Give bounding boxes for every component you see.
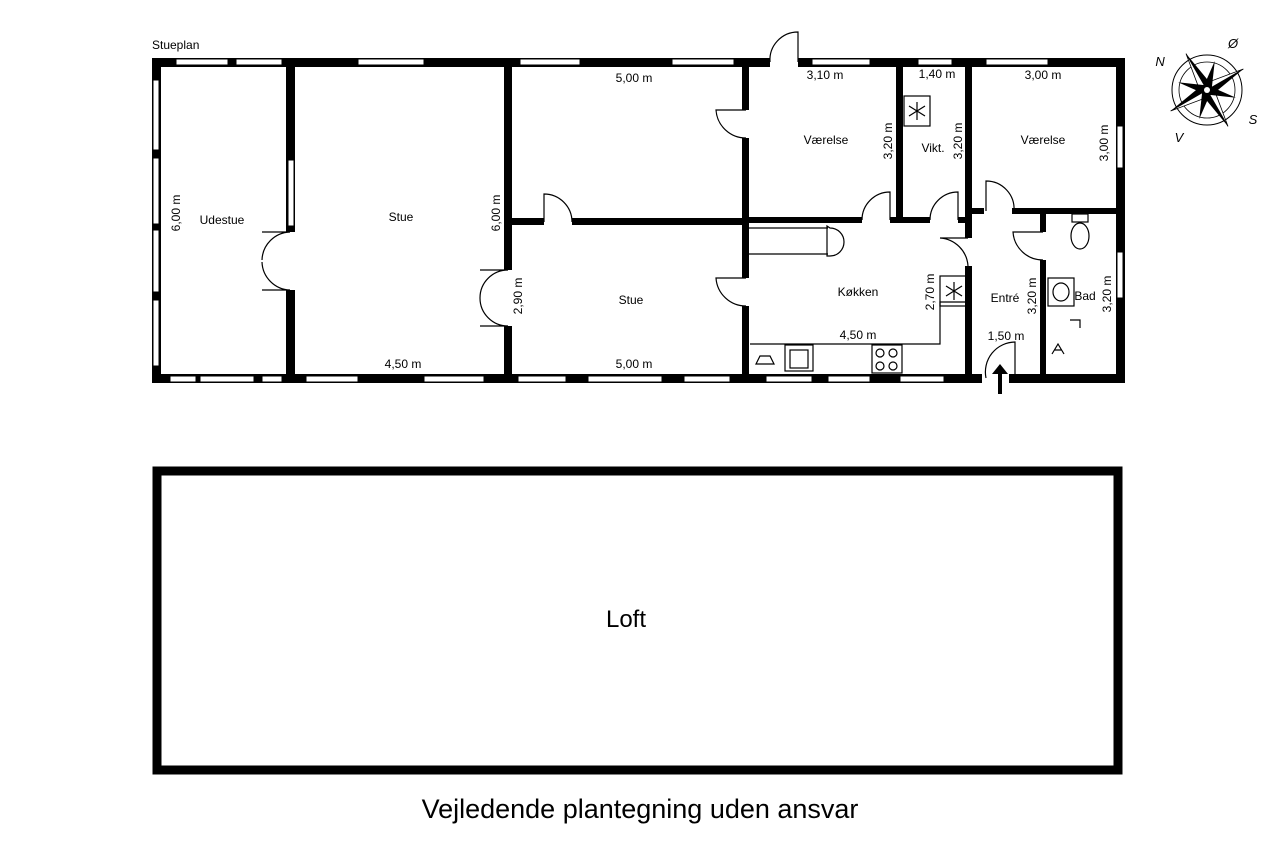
- plan-title: Stueplan: [152, 38, 200, 52]
- dim-vikt-height: 3,20 m: [951, 123, 965, 160]
- room-stue-mid-label: Stue: [619, 293, 644, 307]
- dim-koekken-width: 4,50 m: [840, 328, 877, 342]
- dim-entre-width: 1,50 m: [988, 329, 1025, 343]
- compass-n-label: N: [1155, 54, 1165, 69]
- dim-stue-mid-height: 2,90 m: [511, 278, 525, 315]
- entrance-arrow-icon: [992, 364, 1008, 394]
- dim-vaerelse-2-height: 3,00 m: [1097, 125, 1111, 162]
- dimension-labels: 5,00 m 3,10 m 1,40 m 3,00 m 4,50 m 5,00 …: [169, 67, 1114, 371]
- compass-o-label: Ø: [1227, 36, 1239, 51]
- compass-s-label: S: [1249, 112, 1258, 127]
- dim-entre-height: 3,20 m: [1025, 278, 1039, 315]
- dim-udestue-height: 6,00 m: [169, 195, 183, 232]
- compass-v-label: V: [1175, 130, 1185, 145]
- dim-room-top-width: 5,00 m: [616, 71, 653, 85]
- room-labels: Udestue Stue Stue Værelse Vikt. Værelse …: [200, 133, 1096, 307]
- room-bad-label: Bad: [1074, 289, 1095, 303]
- bath-fixtures: [1047, 213, 1090, 355]
- doors: [199, 31, 1048, 384]
- room-vikt-label: Vikt.: [921, 141, 944, 155]
- dim-vaerelse-1-width: 3,10 m: [807, 68, 844, 82]
- room-loft-label: Loft: [606, 606, 646, 633]
- room-udestue-label: Udestue: [200, 213, 245, 227]
- windows: [152, 58, 1124, 383]
- dim-stue-left-height: 6,00 m: [489, 195, 503, 232]
- room-koekken-label: Køkken: [838, 285, 879, 299]
- loft-plan: Loft: [152, 466, 1123, 775]
- dim-stue-left-width: 4,50 m: [385, 357, 422, 371]
- dim-bad-height: 3,20 m: [1100, 276, 1114, 313]
- room-vaerelse-1-label: Værelse: [804, 133, 849, 147]
- room-stue-left-label: Stue: [389, 210, 414, 224]
- disclaimer-caption: Vejledende plantegning uden ansvar: [421, 794, 859, 824]
- room-entre-label: Entré: [991, 291, 1020, 305]
- dim-stue-mid-width: 5,00 m: [616, 357, 653, 371]
- compass-rose-icon: N Ø S V: [1155, 36, 1258, 145]
- dim-koekken-height: 2,70 m: [923, 274, 937, 311]
- room-vaerelse-2-label: Værelse: [1021, 133, 1066, 147]
- kitchen-fixtures: [749, 95, 969, 374]
- dim-vaerelse-1-height: 3,20 m: [881, 123, 895, 160]
- dim-vikt-width: 1,40 m: [919, 67, 956, 81]
- dim-vaerelse-2-width: 3,00 m: [1025, 68, 1062, 82]
